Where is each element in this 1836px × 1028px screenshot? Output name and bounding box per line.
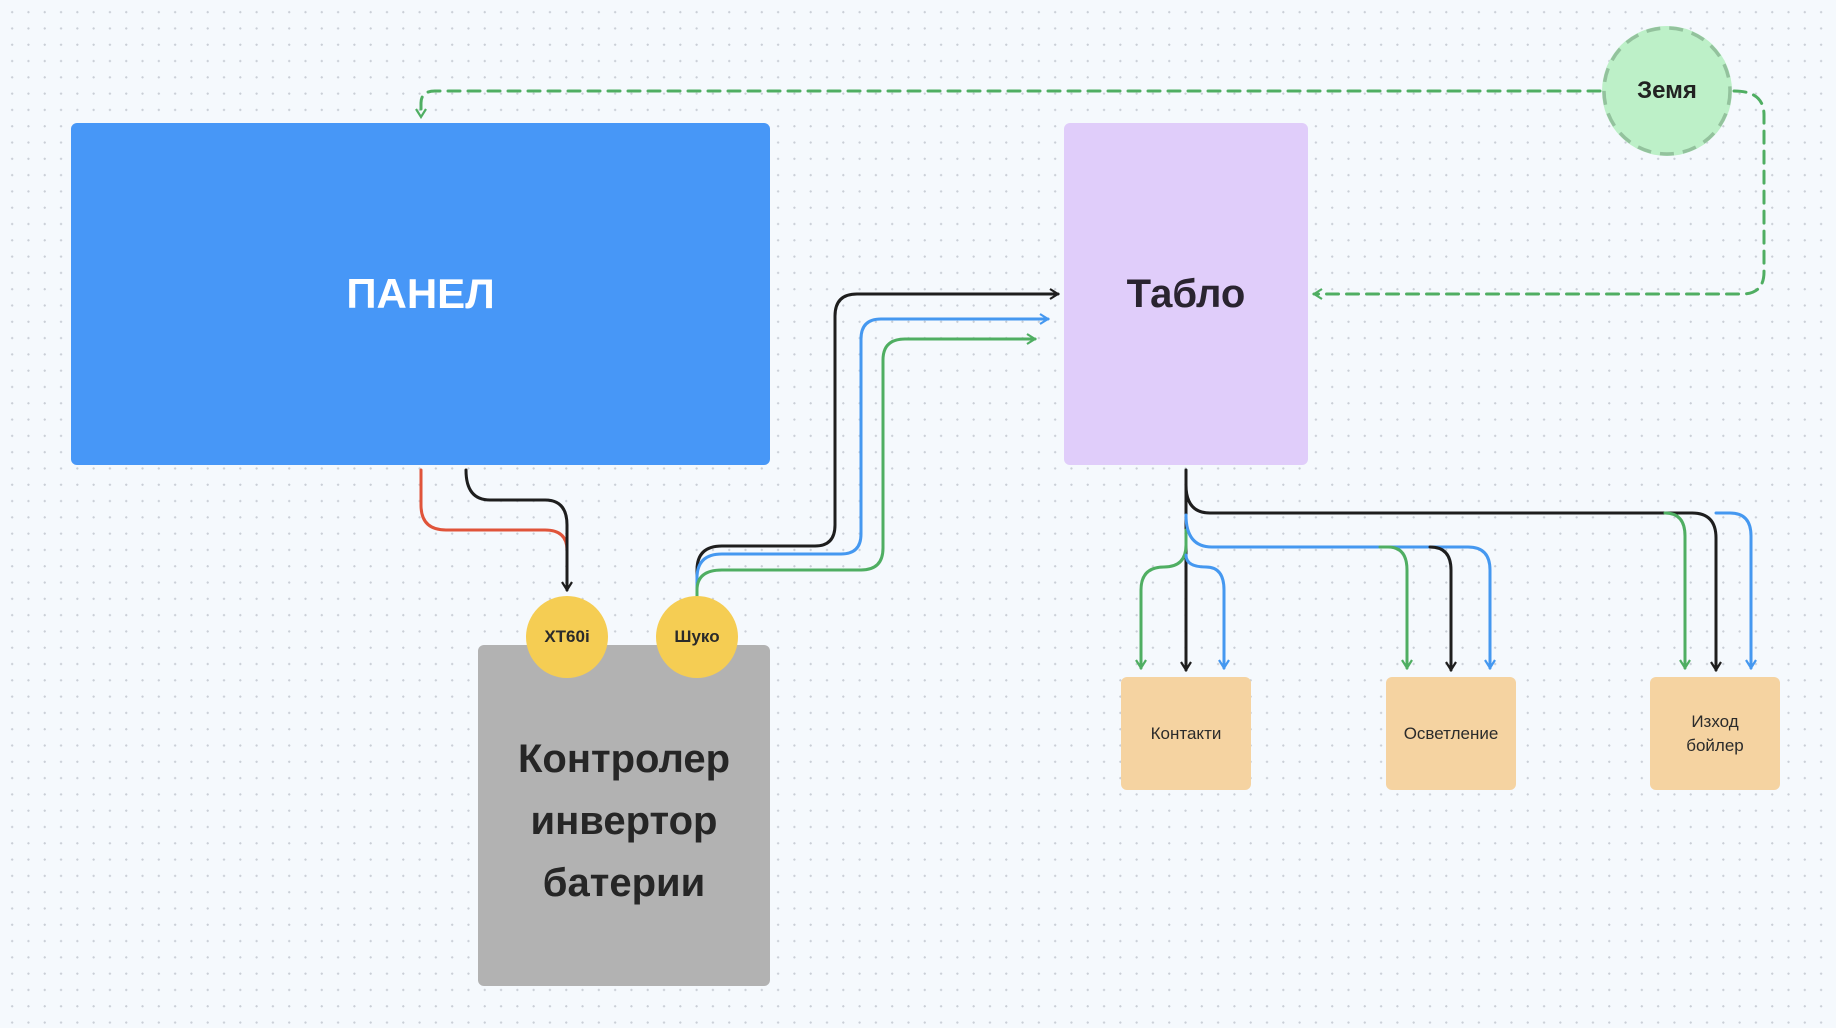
earth-node[interactable]: Земя [1602, 26, 1732, 156]
wire-blue-tablo-bus [1184, 513, 1490, 668]
controller-node[interactable]: Контролер инвертор батерии [478, 645, 770, 986]
shuko-port[interactable]: Шуко [656, 596, 738, 678]
shuko-label: Шуко [674, 627, 720, 646]
xt60-port[interactable]: XT60i [526, 596, 608, 678]
output-kontakti[interactable]: Контакти [1121, 677, 1251, 790]
output-izhod-boyler[interactable]: Изход бойлер [1650, 677, 1780, 790]
tablo-node[interactable]: Табло [1064, 123, 1308, 465]
wire-blue-tablo-izhod [1714, 511, 1751, 668]
earth-label: Земя [1637, 77, 1697, 104]
wire-black-tablo-osvetlenie [1428, 545, 1451, 670]
wire-earth-panel [421, 89, 1602, 117]
wire-black-panel-xt60 [464, 468, 567, 590]
output-label: Осветление [1403, 723, 1499, 743]
controller-label: Контролер инвертор батерии [517, 736, 731, 905]
panel-node[interactable]: ПАНЕЛ [71, 123, 770, 465]
wire-black-tablo-izhod [1184, 483, 1716, 670]
xt60-label: XT60i [544, 627, 590, 646]
wire-green-tablo-osvetlenie [1378, 545, 1407, 668]
wire-green-tablo-kontakti [1141, 528, 1188, 668]
output-osvetlenie[interactable]: Осветление [1386, 677, 1516, 790]
earth-dashed-border [1602, 26, 1732, 156]
output-label: Изход бойлер [1686, 711, 1744, 755]
wire-green-tablo-izhod [1663, 511, 1685, 668]
output-label: Контакти [1150, 723, 1222, 743]
wire-red-panel-xt60 [419, 468, 569, 552]
wire-blue-tablo-kontakti [1184, 553, 1224, 668]
panel-label: ПАНЕЛ [346, 270, 495, 317]
tablo-label: Табло [1126, 271, 1246, 316]
